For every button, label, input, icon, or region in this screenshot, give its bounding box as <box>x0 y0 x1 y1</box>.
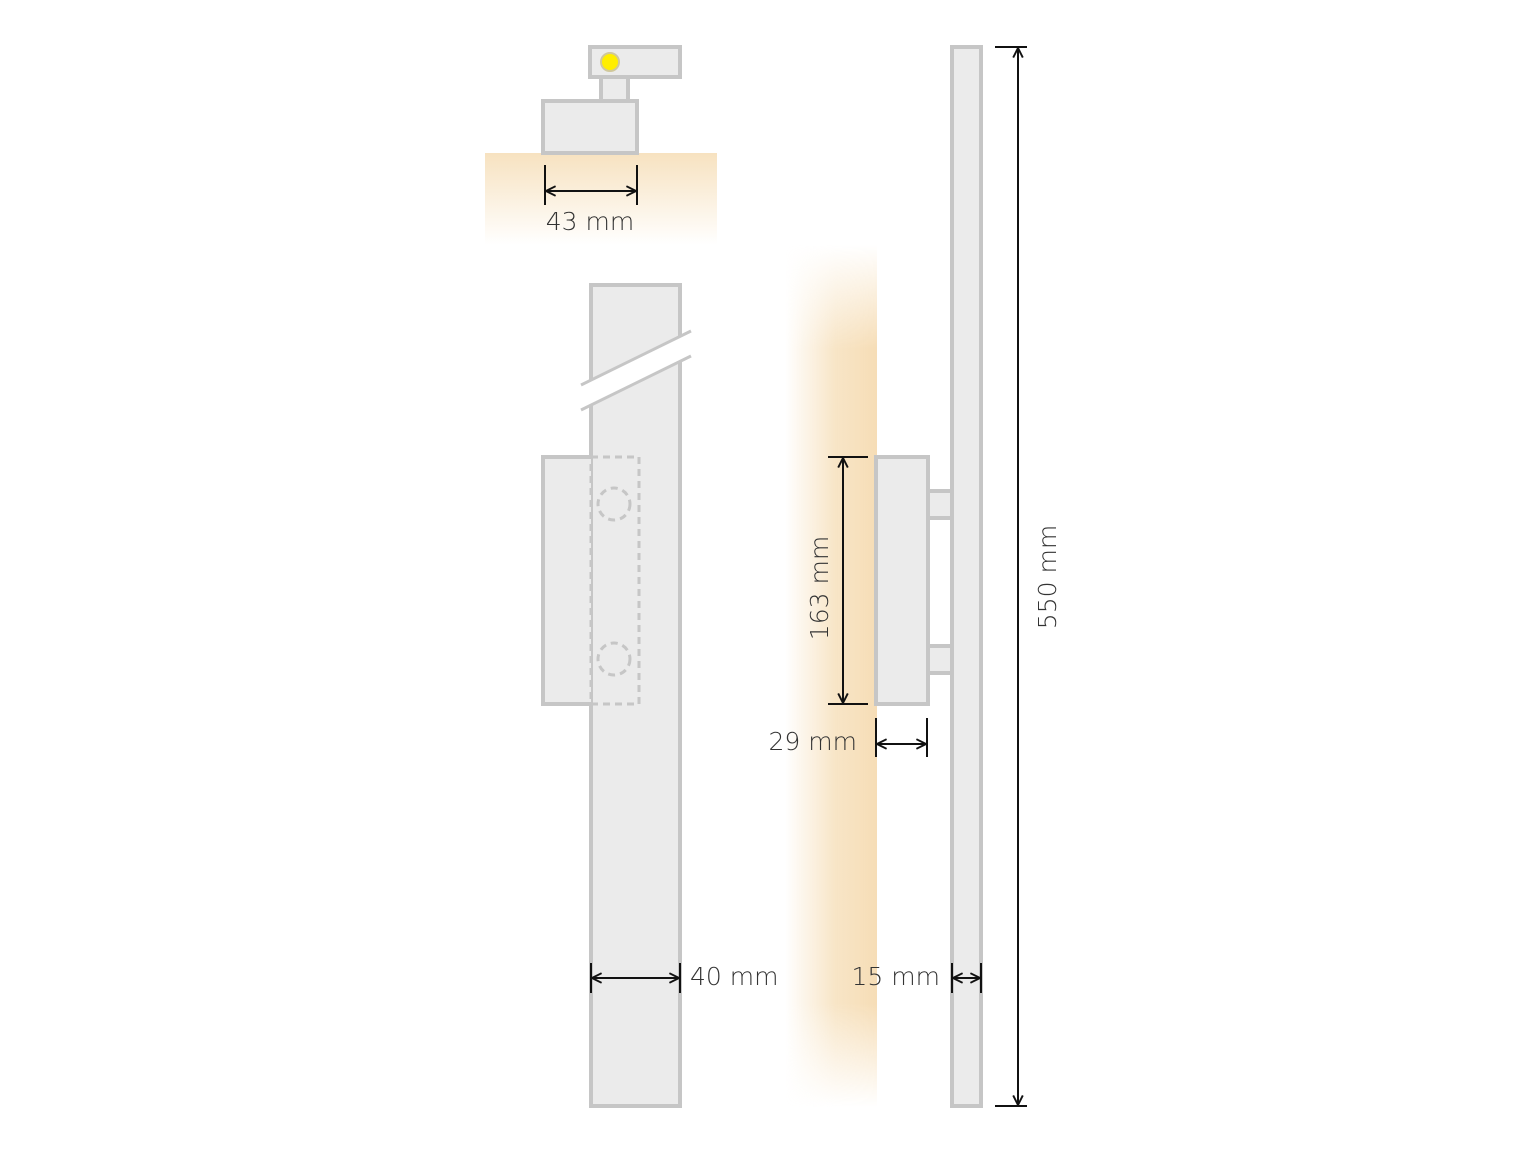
screw-hole <box>596 641 632 677</box>
dimension-label: 163 mm <box>805 536 834 640</box>
top-view: 43 mm <box>485 45 717 245</box>
dimension-label: 15 mm <box>852 962 940 991</box>
lamp-neck <box>599 75 630 103</box>
screw-hole <box>596 486 632 522</box>
dimension-29mm: 29 mm <box>769 718 928 757</box>
dimension-550mm: 550 mm <box>995 46 1062 1107</box>
lamp-panel-side <box>950 45 983 1108</box>
break-gap <box>578 330 694 411</box>
dimension-label: 40 mm <box>690 962 778 991</box>
led-icon <box>600 52 620 72</box>
dimension-15mm: 15 mm <box>852 962 982 993</box>
side-view: 163 mm 29 mm 15 mm 550 mm <box>769 45 1062 1108</box>
wall-glow-side <box>785 245 877 1107</box>
lamp-bar <box>589 283 682 1108</box>
standoff <box>926 644 954 675</box>
mount-bracket-front <box>541 455 591 706</box>
dimension-163mm: 163 mm <box>805 456 868 705</box>
dimension-label: 550 mm <box>1033 525 1062 629</box>
wall-glow-top <box>485 153 717 245</box>
hidden-bracket-outline <box>589 455 641 706</box>
wall-mount-top <box>541 99 639 155</box>
standoff <box>926 489 954 520</box>
dimension-43mm: 43 mm <box>544 165 638 236</box>
dimension-label: 43 mm <box>546 207 634 236</box>
wall-mount-side <box>874 455 930 706</box>
front-view: 40 mm <box>541 283 778 1108</box>
dimension-label: 29 mm <box>769 727 857 756</box>
dimension-40mm: 40 mm <box>590 962 778 993</box>
